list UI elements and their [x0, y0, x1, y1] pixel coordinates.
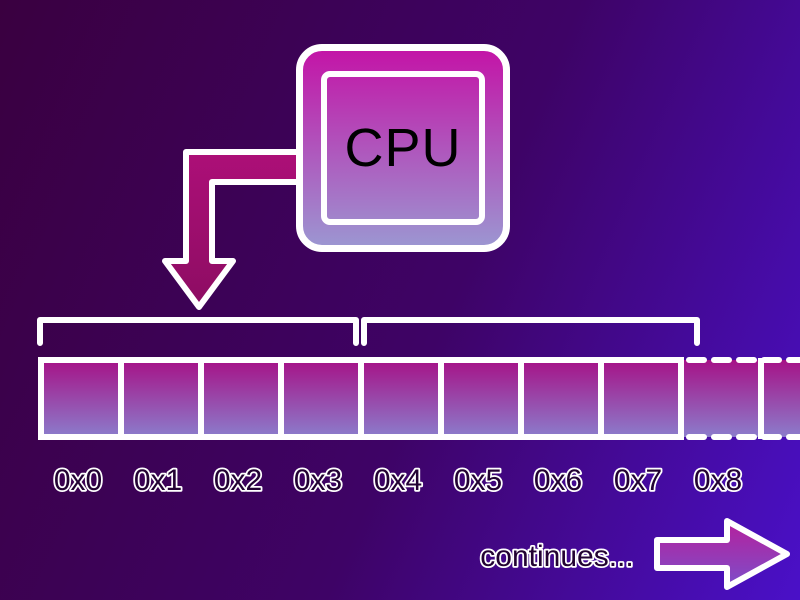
- memory-cell-dividers: [118, 358, 764, 439]
- address-label-0x5: 0x5: [454, 464, 502, 497]
- cpu-to-memory-arrow-icon: [162, 149, 304, 310]
- cpu-die: CPU: [321, 71, 485, 225]
- address-label-0x8: 0x8: [694, 464, 742, 497]
- memory-row-fill: [41, 360, 800, 437]
- continues-label: continues...: [480, 540, 633, 573]
- address-label-0x1: 0x1: [134, 464, 182, 497]
- bracket-left: [37, 317, 359, 346]
- cpu-chip: CPU: [296, 44, 510, 252]
- address-label-0x7: 0x7: [614, 464, 662, 497]
- address-label-0x2: 0x2: [214, 464, 262, 497]
- address-label-0x3: 0x3: [294, 464, 342, 497]
- memory-row: [38, 357, 800, 440]
- address-label-0x6: 0x6: [534, 464, 582, 497]
- address-label-0x4: 0x4: [374, 464, 422, 497]
- address-labels: 0x0 0x1 0x2 0x3 0x4 0x5 0x6 0x7 0x8: [52, 462, 744, 499]
- bracket-right: [361, 317, 700, 346]
- address-label-0x0: 0x0: [54, 464, 102, 497]
- cpu-label: CPU: [344, 118, 462, 178]
- continues-arrow-icon: [654, 518, 790, 590]
- memory-row-dashed-continuation: [686, 357, 800, 440]
